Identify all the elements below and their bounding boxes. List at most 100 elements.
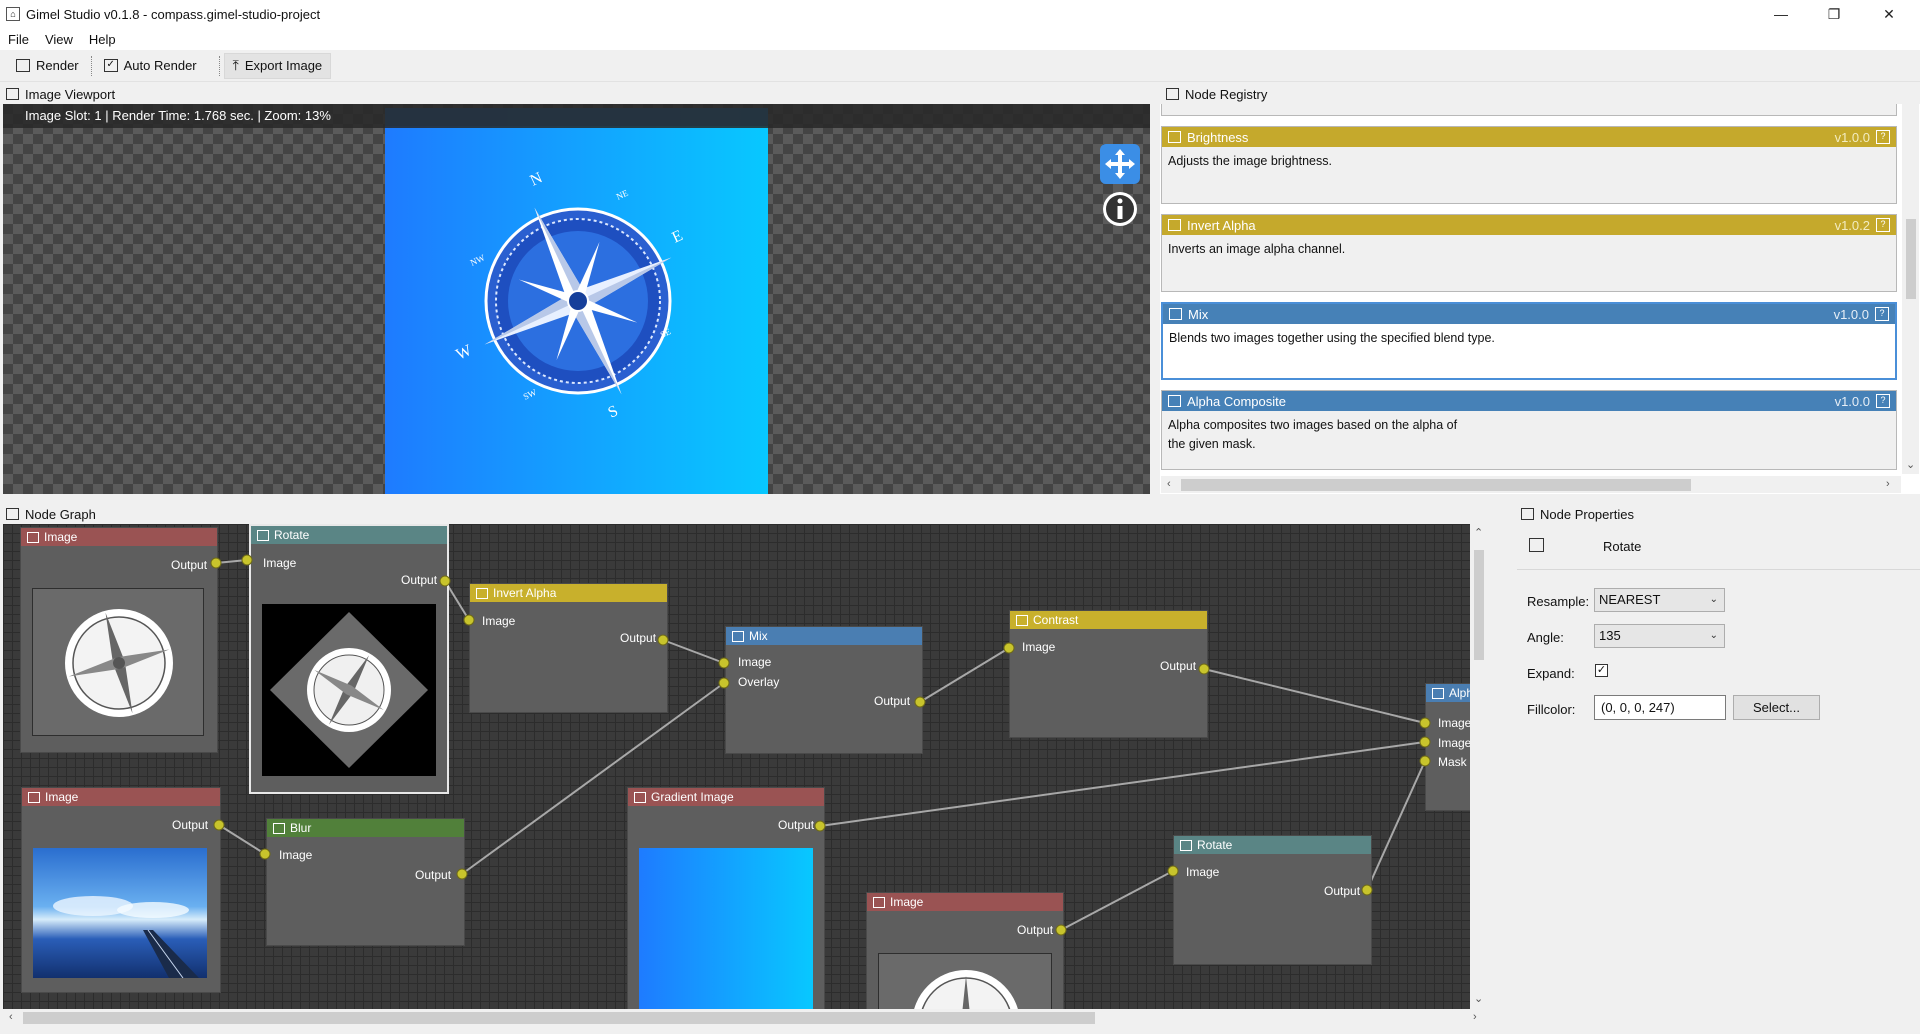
registry-hscroll-thumb[interactable] (1181, 479, 1691, 491)
node-title: Image (44, 530, 78, 544)
registry-icon (1166, 88, 1179, 100)
properties-node-header: Rotate (1517, 526, 1920, 570)
fillcolor-input[interactable]: (0, 0, 0, 247) (1594, 695, 1726, 720)
menu-view[interactable]: View (44, 31, 73, 47)
graph-node-rotate[interactable]: Rotate Image Output (1173, 835, 1372, 965)
graph-title: Node Graph (25, 506, 96, 522)
scroll-down-icon[interactable]: ⌄ (1474, 993, 1484, 1005)
graph-node-blur[interactable]: Blur Image Output (266, 818, 465, 946)
properties-node-name: Rotate (1603, 539, 1642, 554)
help-icon[interactable]: ? (1875, 307, 1889, 321)
pier-graphic (53, 896, 199, 979)
registry-item-invert-alpha[interactable]: Invert Alpha v1.0.2 ? Inverts an image a… (1161, 214, 1897, 292)
registry-hscroll[interactable]: ‹ › (1161, 476, 1901, 493)
help-icon[interactable]: ? (1876, 218, 1890, 232)
graph-node-mix[interactable]: Mix Image Overlay Output (725, 626, 923, 754)
node-title: Gradient Image (651, 790, 734, 804)
angle-value: 135 (1599, 628, 1621, 643)
title-bar: ⌂ Gimel Studio v0.1.8 - compass.gimel-st… (0, 0, 1920, 28)
registry-item-alpha-composite[interactable]: Alpha Composite v1.0.0 ? Alpha composite… (1161, 390, 1897, 470)
scroll-up-icon[interactable]: ⌃ (1474, 527, 1484, 539)
graph-node-image[interactable]: Image Output (866, 892, 1064, 1009)
scroll-right-icon[interactable]: › (1886, 478, 1890, 490)
expand-checkbox[interactable]: ✓ (1595, 664, 1608, 677)
toolbar: Render ✓ Auto Render ⤒ Export Image (0, 50, 1920, 82)
port-output-label: Output (172, 818, 209, 832)
graph-hscroll-thumb[interactable] (23, 1012, 1095, 1024)
image-icon (1529, 538, 1544, 552)
image-icon (257, 529, 269, 541)
scroll-left-icon[interactable]: ‹ (9, 1011, 13, 1023)
image-icon (1432, 687, 1444, 699)
node-thumbnail (262, 604, 436, 776)
registry-vscroll-thumb[interactable] (1906, 219, 1916, 299)
expand-label: Expand: (1527, 666, 1575, 681)
help-icon[interactable]: ? (1876, 394, 1890, 408)
render-button[interactable]: Render (8, 53, 87, 79)
resample-label: Resample: (1527, 594, 1590, 609)
graph-node-image[interactable]: Image Output (21, 787, 221, 993)
export-image-button[interactable]: ⤒ Export Image (223, 52, 332, 79)
fillcolor-label: Fillcolor: (1527, 702, 1576, 717)
move-tool-button[interactable] (1100, 144, 1140, 184)
node-header: Rotate (1174, 836, 1371, 854)
graph-hscroll[interactable]: ‹ › (3, 1009, 1487, 1026)
image-icon (1016, 614, 1028, 626)
port-input-label: Image (738, 655, 772, 669)
graph-node-invert-alpha[interactable]: Invert Alpha Image Output (469, 583, 668, 713)
graph-node-contrast[interactable]: Contrast Image Output (1009, 610, 1208, 738)
image-icon (1168, 219, 1181, 231)
node-graph[interactable]: Image Output Rotate Image Output (3, 524, 1487, 1009)
graph-node-rotate[interactable]: Rotate Image Output (249, 524, 449, 794)
help-icon[interactable]: ? (1876, 130, 1890, 144)
scroll-right-icon[interactable]: › (1473, 1011, 1477, 1023)
node-header: Gradient Image (628, 788, 824, 806)
move-icon (1100, 144, 1140, 184)
registry-item-partial (1161, 104, 1897, 116)
menu-bar: File View Help (0, 28, 1920, 50)
select-color-button[interactable]: Select... (1733, 695, 1820, 720)
image-viewport[interactable]: N E S W NE SE SW NW Image Slot: 1 | Rend… (3, 104, 1150, 494)
registry-item-brightness[interactable]: Brightness v1.0.0 ? Adjusts the image br… (1161, 126, 1897, 204)
port-output-label: Output (171, 558, 208, 572)
graph-node-gradient-image[interactable]: Gradient Image Output (627, 787, 825, 1009)
image-icon (273, 822, 285, 834)
port-input-label: Mask (1438, 755, 1467, 769)
graph-vscroll-thumb[interactable] (1474, 550, 1484, 660)
node-header: Rotate (251, 526, 447, 544)
minimize-button[interactable]: — (1774, 6, 1788, 22)
registry-item-desc: Alpha composites two images based on the… (1162, 411, 1896, 459)
port-output-label: Output (1160, 659, 1197, 673)
angle-select[interactable]: 135 ⌄ (1594, 624, 1725, 648)
graph-vscroll[interactable]: ⌃ ⌄ (1470, 524, 1487, 1009)
port-input-label: Image (279, 848, 313, 862)
auto-render-label: Auto Render (123, 58, 197, 73)
registry-item-desc: Inverts an image alpha channel. (1168, 242, 1346, 256)
graph-node-image[interactable]: Image Output (20, 527, 218, 753)
toolbar-separator (90, 55, 92, 76)
properties-icon (1521, 508, 1534, 520)
scroll-left-icon[interactable]: ‹ (1167, 478, 1171, 490)
registry-item-desc: Adjusts the image brightness. (1168, 154, 1332, 168)
port-output-label: Output (874, 694, 911, 708)
menu-help[interactable]: Help (88, 31, 116, 47)
restore-button[interactable]: ❐ (1827, 5, 1841, 22)
auto-render-toggle[interactable]: ✓ Auto Render (96, 53, 205, 79)
info-button[interactable] (1102, 191, 1138, 227)
node-title: Blur (290, 821, 312, 835)
registry-vscroll[interactable]: ⌄ (1902, 104, 1919, 474)
image-icon (28, 791, 40, 803)
image-icon (634, 791, 646, 803)
image-icon (732, 630, 744, 642)
close-button[interactable]: ✕ (1883, 5, 1895, 22)
rendered-image: N E S W NE SE SW NW (385, 108, 768, 494)
image-icon (1168, 395, 1181, 407)
registry-item-version: v1.0.2 (1834, 217, 1870, 233)
scroll-down-icon[interactable]: ⌄ (1906, 459, 1916, 471)
menu-file[interactable]: File (8, 31, 29, 47)
registry-item-mix[interactable]: Mix v1.0.0 ? Blends two images together … (1161, 302, 1897, 380)
registry-title: Node Registry (1185, 86, 1268, 102)
port-input-label: Image (263, 556, 297, 570)
resample-select[interactable]: NEAREST ⌄ (1594, 588, 1725, 612)
sea-photo-thumbnail (33, 848, 207, 979)
